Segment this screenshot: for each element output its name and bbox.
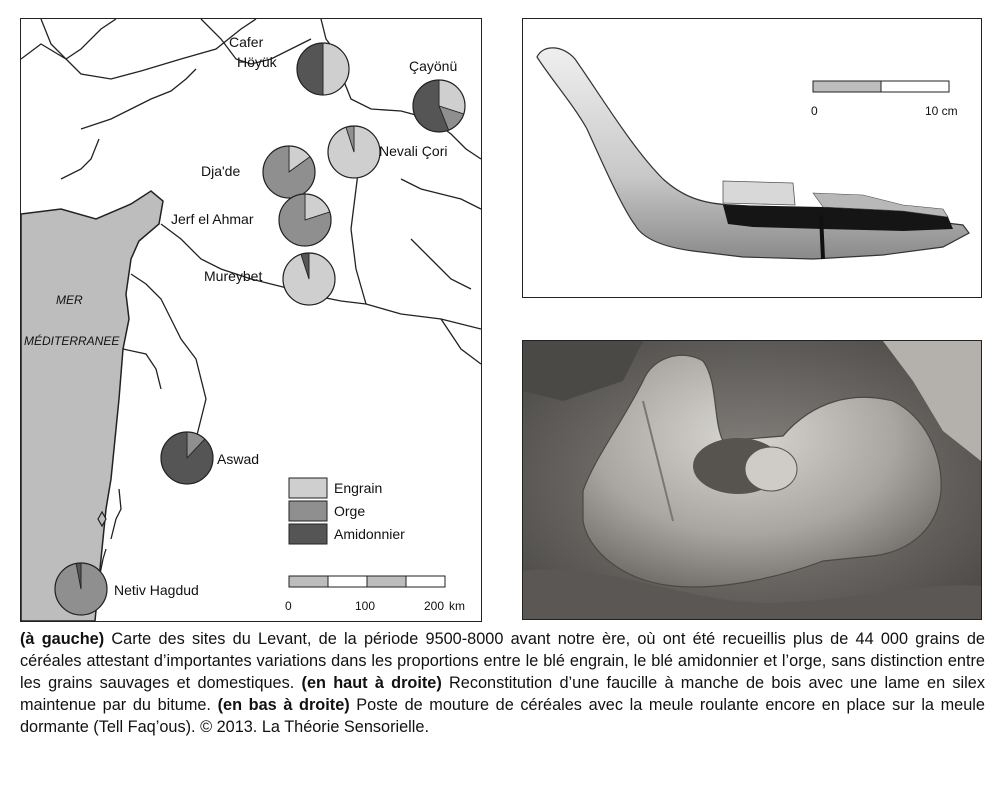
site-label-aswad: Aswad [217, 451, 259, 467]
caption-top-right-text: Reconstitution d’une faucille à manche d… [20, 674, 985, 714]
sea-label-line1: MER [56, 293, 83, 307]
sickle-flint-blade [722, 180, 796, 206]
sickle-photo-panel: 0 10 cm [522, 18, 982, 298]
map-scale-bar: 0 100 200 km [285, 575, 465, 613]
pie-outline [296, 42, 350, 96]
sickle-bitumen [723, 205, 953, 231]
map-scale-0: 0 [285, 599, 292, 613]
quern-photo-panel [522, 340, 982, 620]
caption-left-label: (à gauche) [20, 630, 105, 648]
sea-label-line2: MÉDITERRANEE [24, 333, 120, 348]
quern-grinding-stone [744, 446, 798, 492]
legend-swatch-amidonnier [288, 523, 328, 545]
sickle-scale-0: 0 [811, 104, 818, 118]
pie-mureybet [282, 252, 336, 306]
site-label-nevali-cori: Nevali Çori [379, 143, 447, 159]
map-scale-km: km [449, 599, 465, 613]
caption-top-right-label: (en haut à droite) [301, 674, 442, 692]
pie-nevali-cori [327, 125, 381, 179]
legend-swatch-engrain [288, 477, 328, 499]
pie-charts [54, 42, 466, 616]
quern-crack [642, 400, 674, 522]
site-label-cayonu: Çayönü [409, 58, 457, 74]
quern-foreground [523, 569, 981, 619]
caption-left-text: Carte des sites du Levant, de la période… [20, 630, 985, 692]
pie-outline [54, 562, 108, 616]
pie-netiv-hagdud [54, 562, 108, 616]
pie-cayonu [412, 79, 466, 133]
site-label-cafer-line1: Cafer [229, 34, 264, 50]
pie-slice [296, 42, 324, 96]
legend: Engrain Orge Amidonnier [288, 477, 405, 545]
pie-cafer-hoyuk [296, 42, 350, 96]
sickle-scale-10cm: 10 cm [925, 104, 958, 118]
quern-dark-corner [523, 341, 643, 401]
sickle-bitumen-drip [819, 214, 825, 260]
sickle-wood-handle [536, 47, 970, 260]
sickle-scale-bar: 0 10 cm [811, 80, 958, 118]
pie-jerf-el-ahmar [278, 193, 332, 247]
mediterranean-sea [21, 190, 164, 621]
sickle-image: 0 10 cm [536, 47, 970, 260]
quern-image [523, 341, 981, 619]
site-label-mureybet: Mureybet [204, 268, 262, 284]
legend-swatch-orge [288, 500, 328, 522]
pie-outline [160, 431, 214, 485]
quern-rock-right [883, 341, 981, 461]
caption-bottom-right-text: Poste de mouture de céréales avec la meu… [20, 696, 985, 736]
map-panel: MER MÉDITERRANEE Cafer Höyük Çayönü Neva… [20, 18, 482, 622]
pie-outline [327, 125, 381, 179]
pie-outline [262, 145, 316, 199]
pie-slice [322, 42, 350, 96]
legend-label-engrain: Engrain [334, 480, 382, 496]
pie-outline [412, 79, 466, 133]
site-label-netiv-hagdud: Netiv Hagdud [114, 582, 199, 598]
site-label-djade: Dja'de [201, 163, 240, 179]
pie-outline [282, 252, 336, 306]
map-scale-200: 200 [424, 599, 444, 613]
sickle-flint-blade-2 [812, 192, 949, 218]
figure-caption: (à gauche) Carte des sites du Levant, de… [20, 628, 985, 738]
legend-label-amidonnier: Amidonnier [334, 526, 405, 542]
map-scale-100: 100 [355, 599, 375, 613]
site-label-cafer-line2: Höyük [237, 54, 278, 70]
levant-map: MER MÉDITERRANEE Cafer Höyük Çayönü Neva… [21, 19, 481, 621]
caption-bottom-right-label: (en bas à droite) [217, 696, 350, 714]
site-label-jerf-el-ahmar: Jerf el Ahmar [171, 211, 254, 227]
legend-label-orge: Orge [334, 503, 365, 519]
small-lake [97, 510, 107, 528]
pie-djade [262, 145, 316, 199]
pie-outline [278, 193, 332, 247]
pie-aswad [160, 431, 214, 485]
